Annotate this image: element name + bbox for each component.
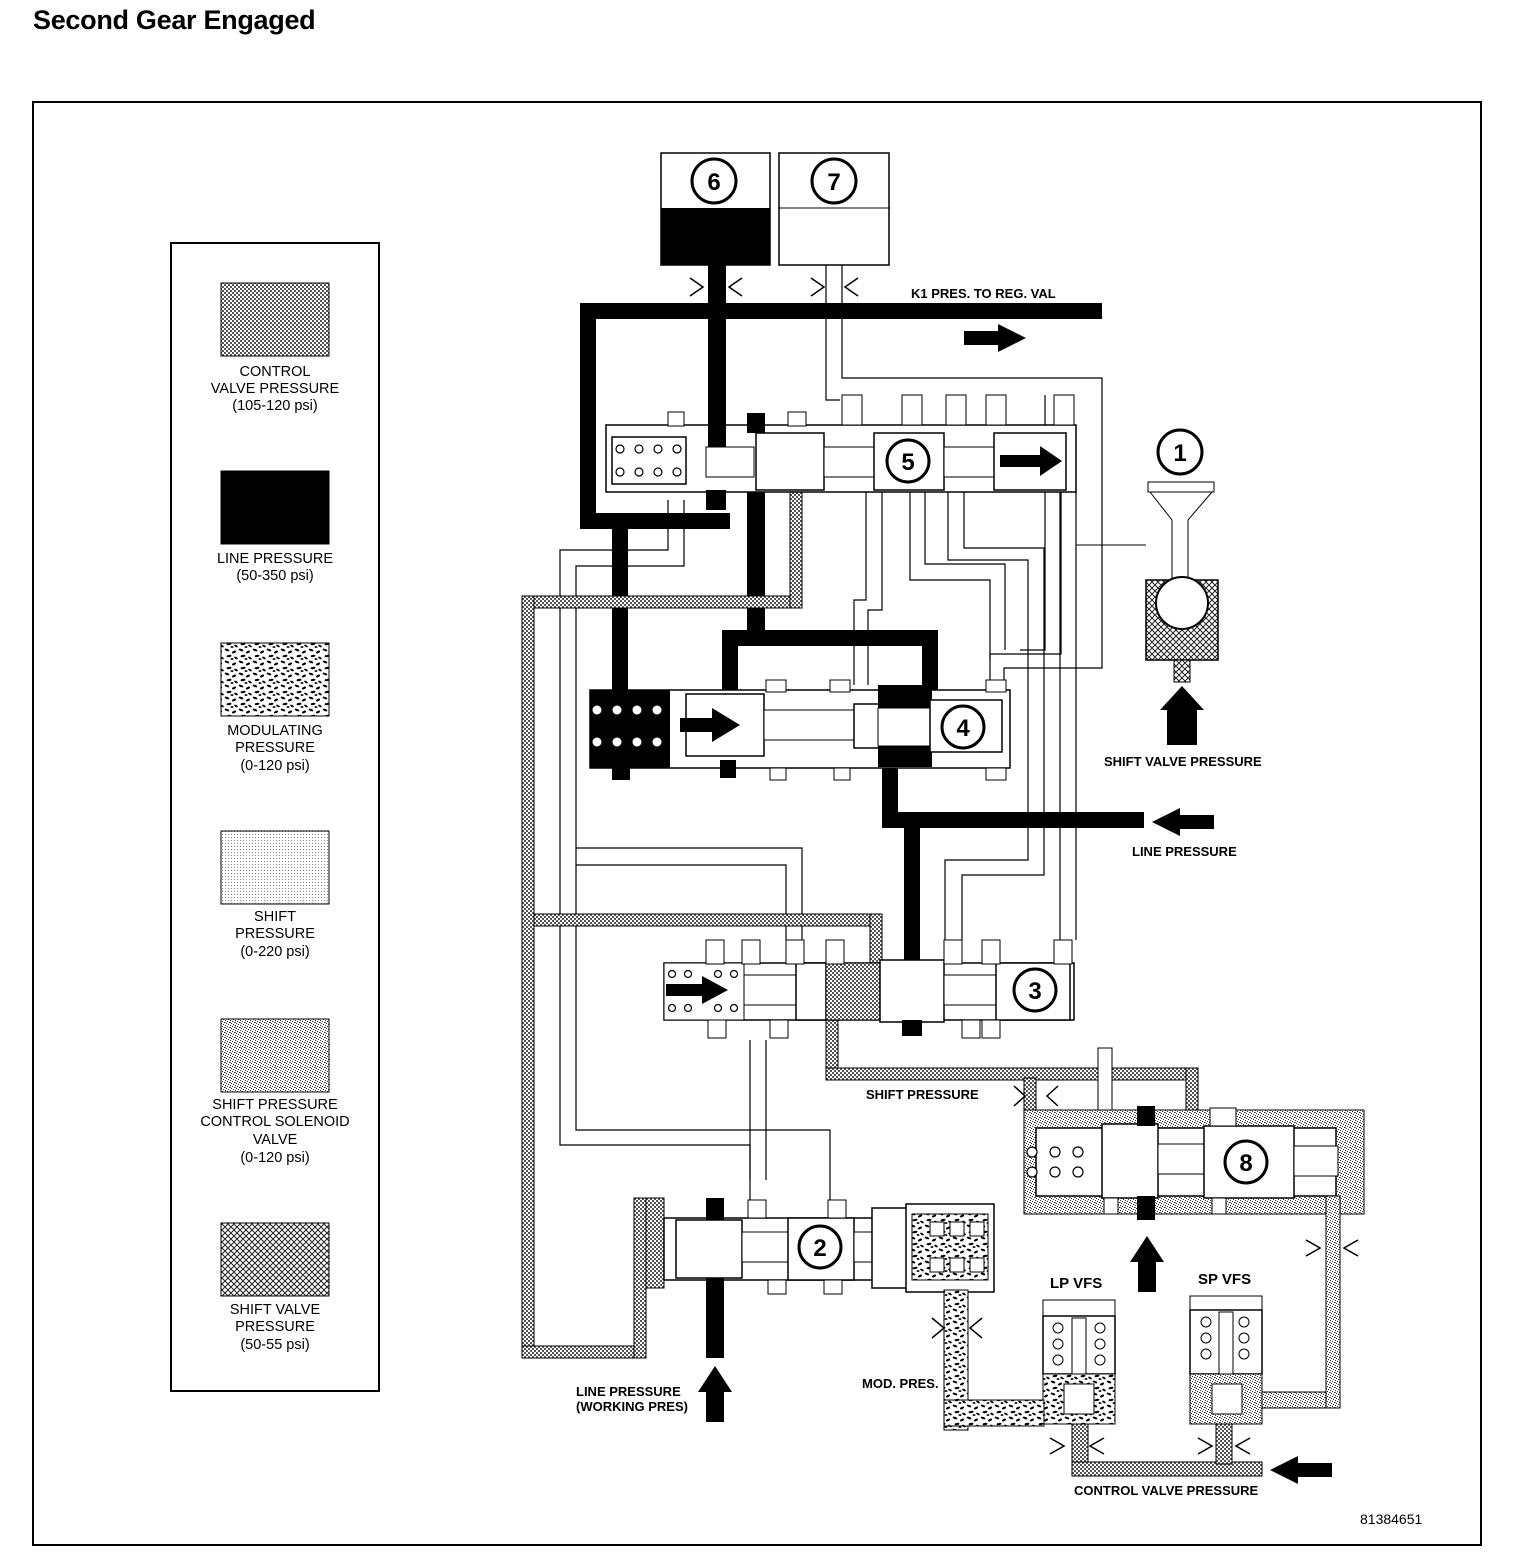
legend-label: (50-350 psi) [236, 568, 313, 584]
legend-label: (0-220 psi) [240, 944, 309, 960]
figure-id: 81384651 [1360, 1511, 1423, 1527]
component-1-number: 1 [1173, 440, 1186, 467]
component-8-number: 8 [1239, 1150, 1252, 1177]
sp-vfs-solenoid [1189, 1295, 1263, 1425]
component-5-number: 5 [901, 449, 914, 476]
legend-label: (0-120 psi) [240, 758, 309, 774]
mod-pres-label: MOD. PRES. [862, 1376, 939, 1391]
component-2-number: 2 [813, 1235, 826, 1262]
legend-label: PRESSURE [235, 1319, 315, 1335]
valve-8: 8 [1023, 1106, 1365, 1220]
legend-label: (105-120 psi) [232, 398, 317, 414]
legend-label: SHIFT PRESSURE [212, 1097, 338, 1113]
valve-4: 4 [589, 685, 1011, 780]
arrow-up-icon [1130, 1236, 1164, 1292]
clutch-7: 7 [778, 152, 890, 266]
legend-swatch-line [220, 470, 330, 545]
arrow-up-icon [1160, 686, 1204, 745]
valve-3: 3 [663, 959, 1075, 1036]
valve-5: 5 [605, 413, 1077, 510]
valve-2: 2 [663, 1198, 995, 1293]
legend: CONTROL VALVE PRESSURE (105-120 psi) LIN… [170, 242, 380, 1392]
shift-pressure-label: SHIFT PRESSURE [866, 1087, 979, 1102]
legend-label: MODULATING [227, 723, 323, 739]
k1-label: K1 PRES. TO REG. VAL [911, 286, 1056, 301]
legend-label: SHIFT VALVE [230, 1302, 321, 1318]
shift-valve-pressure-label: SHIFT VALVE PRESSURE [1104, 754, 1262, 769]
component-3-number: 3 [1028, 978, 1041, 1005]
component-7-number: 7 [827, 169, 840, 196]
orifice-markers [689, 277, 1359, 1455]
control-valve-pressure-label: CONTROL VALVE PRESSURE [1074, 1483, 1259, 1498]
component-4-number: 4 [956, 715, 970, 742]
legend-label: (0-120 psi) [240, 1150, 309, 1166]
line-pressure-working-label-2: (WORKING PRES) [576, 1399, 688, 1414]
legend-swatch-modulating [220, 642, 330, 717]
legend-swatch-control [220, 282, 330, 357]
control-passages [943, 1195, 1341, 1477]
legend-swatch-shift [220, 830, 330, 905]
component-6-number: 6 [707, 169, 720, 196]
arrow-right-icon [964, 324, 1026, 352]
legend-label: VALVE [253, 1132, 298, 1148]
legend-label: PRESSURE [235, 926, 315, 942]
line-pressure-label: LINE PRESSURE [1132, 844, 1237, 859]
legend-label: VALVE PRESSURE [211, 381, 340, 397]
legend-label: LINE PRESSURE [217, 551, 333, 567]
legend-swatch-shiftvalve [220, 1222, 330, 1297]
sp-vfs-label: SP VFS [1198, 1271, 1251, 1288]
clutch-6: 6 [660, 152, 771, 266]
lp-vfs-label: LP VFS [1050, 1275, 1102, 1292]
page-title: Second Gear Engaged [33, 5, 316, 35]
lp-vfs-solenoid [1042, 1299, 1116, 1425]
legend-label: CONTROL [240, 364, 311, 380]
legend-label: (50-55 psi) [240, 1337, 309, 1353]
legend-label: SHIFT [254, 909, 296, 925]
arrow-left-icon [1152, 808, 1214, 836]
legend-swatch-solenoid [220, 1018, 330, 1093]
legend-label: PRESSURE [235, 740, 315, 756]
legend-label: CONTROL SOLENOID [200, 1114, 349, 1130]
solenoid-1: 1 [1076, 428, 1219, 745]
arrow-left-icon [1270, 1456, 1332, 1484]
flow-arrows [698, 324, 1332, 1484]
line-pressure-passages [580, 265, 1144, 1358]
port-stubs [667, 394, 1237, 1295]
diagram-frame [32, 101, 1482, 1546]
line-pressure-working-label: LINE PRESSURE [576, 1384, 681, 1399]
arrow-up-icon [698, 1366, 732, 1422]
